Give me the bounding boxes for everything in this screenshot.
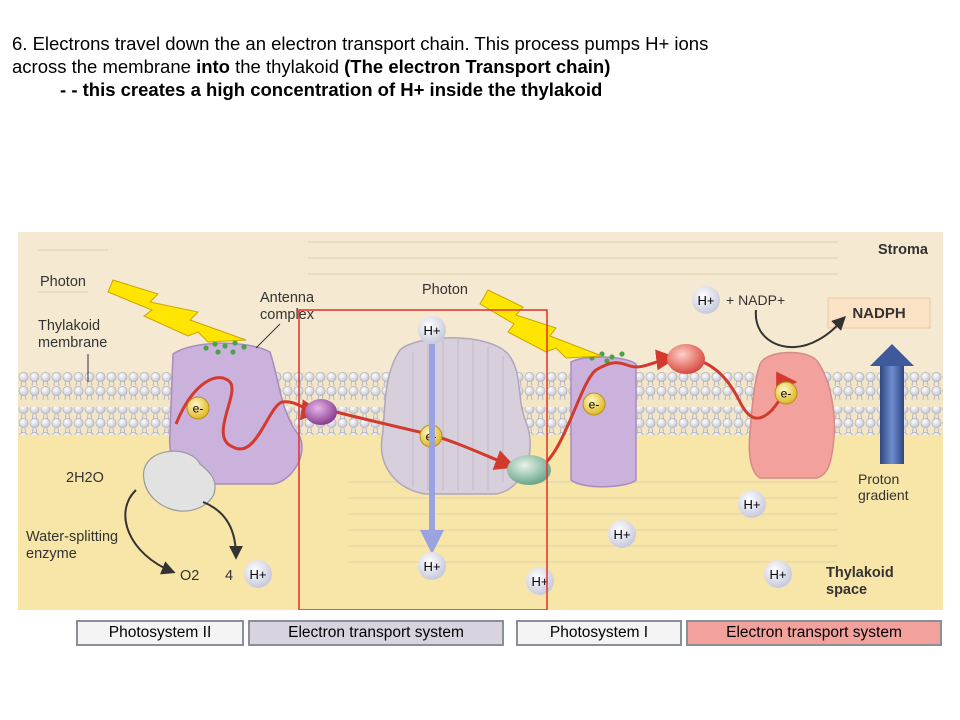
h-ion-lumen-1: H+ [418, 552, 446, 580]
h-ion-stroma-1: H+ [418, 316, 446, 344]
proton-gradient-label-1: Proton [858, 471, 899, 487]
water-enzyme-label-2: enzyme [26, 546, 77, 562]
slide-text: 6. Electrons travel down the an electron… [12, 32, 952, 101]
stroma-label: Stroma [878, 242, 929, 258]
antenna-leader [255, 323, 281, 349]
h-ion-stroma-nadp: H+ [692, 286, 720, 314]
ferredoxin-carrier [667, 344, 705, 374]
legend: Photosystem II Electron transport system… [76, 620, 946, 650]
h-ion-lumen-4: H+ [738, 490, 766, 518]
thylakoid-space-label-1: Thylakoid [826, 565, 894, 581]
cytochrome-shading [412, 338, 504, 490]
h-ion-label: H+ [744, 497, 761, 512]
h-ion-label: H+ [424, 323, 441, 338]
legend-electron-transport-1: Electron transport system [248, 620, 504, 646]
legend-photosystem-i: Photosystem I [516, 620, 682, 646]
slide-line-3: - - this creates a high concentration of… [60, 79, 603, 100]
photon-label-left: Photon [40, 274, 86, 290]
proton-gradient-shaft [880, 364, 904, 464]
h-ion-lumen-3: H+ [608, 520, 636, 548]
water-splitting-enzyme [142, 450, 216, 512]
thylakoid-membrane-label-2: membrane [38, 335, 107, 351]
photon-label-right: Photon [422, 282, 468, 298]
oxygen-label: O2 [180, 568, 199, 584]
water-label: 2H2O [66, 470, 104, 486]
slide-line-2-mid: the thylakoid [229, 56, 345, 77]
electron-ps1: e- [582, 392, 606, 416]
slide-line-2-into: into [196, 56, 230, 77]
slide-line-2: across the membrane into the thylakoid (… [12, 55, 952, 78]
electron-label: e- [589, 398, 600, 412]
thylakoid-diagram: e- e- e- e- H+ H+ H+ H+ H+ H+ H+ [18, 232, 943, 610]
slide-line-1: 6. Electrons travel down the an electron… [12, 33, 709, 54]
proton-release-arrow [202, 501, 243, 560]
photosystem-i [570, 356, 637, 488]
electron-label: e- [781, 387, 792, 401]
h-ion-lumen-2: H+ [526, 567, 554, 595]
nadph-label: NADPH [852, 305, 905, 322]
proton-gradient-label-2: gradient [858, 487, 909, 503]
h-ion-label: H+ [614, 527, 631, 542]
h-ion-label: H+ [698, 293, 715, 308]
slide-line-2-etc: (The electron Transport chain) [344, 56, 611, 77]
photon-bolt-left [107, 279, 247, 343]
electron-label: e- [193, 402, 204, 416]
four-h-label: 4 [225, 568, 233, 584]
h-ion-water: H+ [244, 560, 272, 588]
thylakoid-membrane-label-1: Thylakoid [38, 318, 100, 334]
oxygen-arrow [124, 489, 176, 575]
slide-line-3-text: - this creates a high concentration of H… [71, 79, 603, 100]
h-ion-label: H+ [532, 574, 549, 589]
highlight-box [298, 309, 548, 610]
proton-pump-arrowhead [420, 530, 444, 554]
photon-bolt-right [479, 289, 603, 359]
proton-gradient-head [870, 344, 914, 366]
nadp-label: + NADP+ [726, 292, 785, 308]
electron-ps2: e- [186, 396, 210, 420]
electron-path [174, 376, 323, 451]
nadp-reductase [748, 351, 836, 479]
thylakoid-space-label-2: space [826, 582, 867, 598]
legend-electron-transport-2: Electron transport system [686, 620, 942, 646]
h-ion-lumen-5: H+ [764, 560, 792, 588]
plastocyanin-carrier [507, 455, 551, 485]
electron-path-3 [537, 349, 678, 470]
h-ion-label: H+ [250, 567, 267, 582]
antenna-complex-label-1: Antenna [260, 290, 315, 306]
plastoquinone-carrier [305, 399, 337, 425]
antenna-pigments-left [203, 340, 247, 355]
slide-line-2-pre: across the membrane [12, 56, 197, 77]
h-ion-label: H+ [770, 567, 787, 582]
h-ion-label: H+ [424, 559, 441, 574]
water-enzyme-label-1: Water-splitting [26, 529, 118, 545]
nadph-arrow [754, 309, 846, 349]
antenna-complex-label-2: complex [260, 307, 315, 323]
electron-reductase: e- [774, 381, 798, 405]
legend-photosystem-ii: Photosystem II [76, 620, 244, 646]
